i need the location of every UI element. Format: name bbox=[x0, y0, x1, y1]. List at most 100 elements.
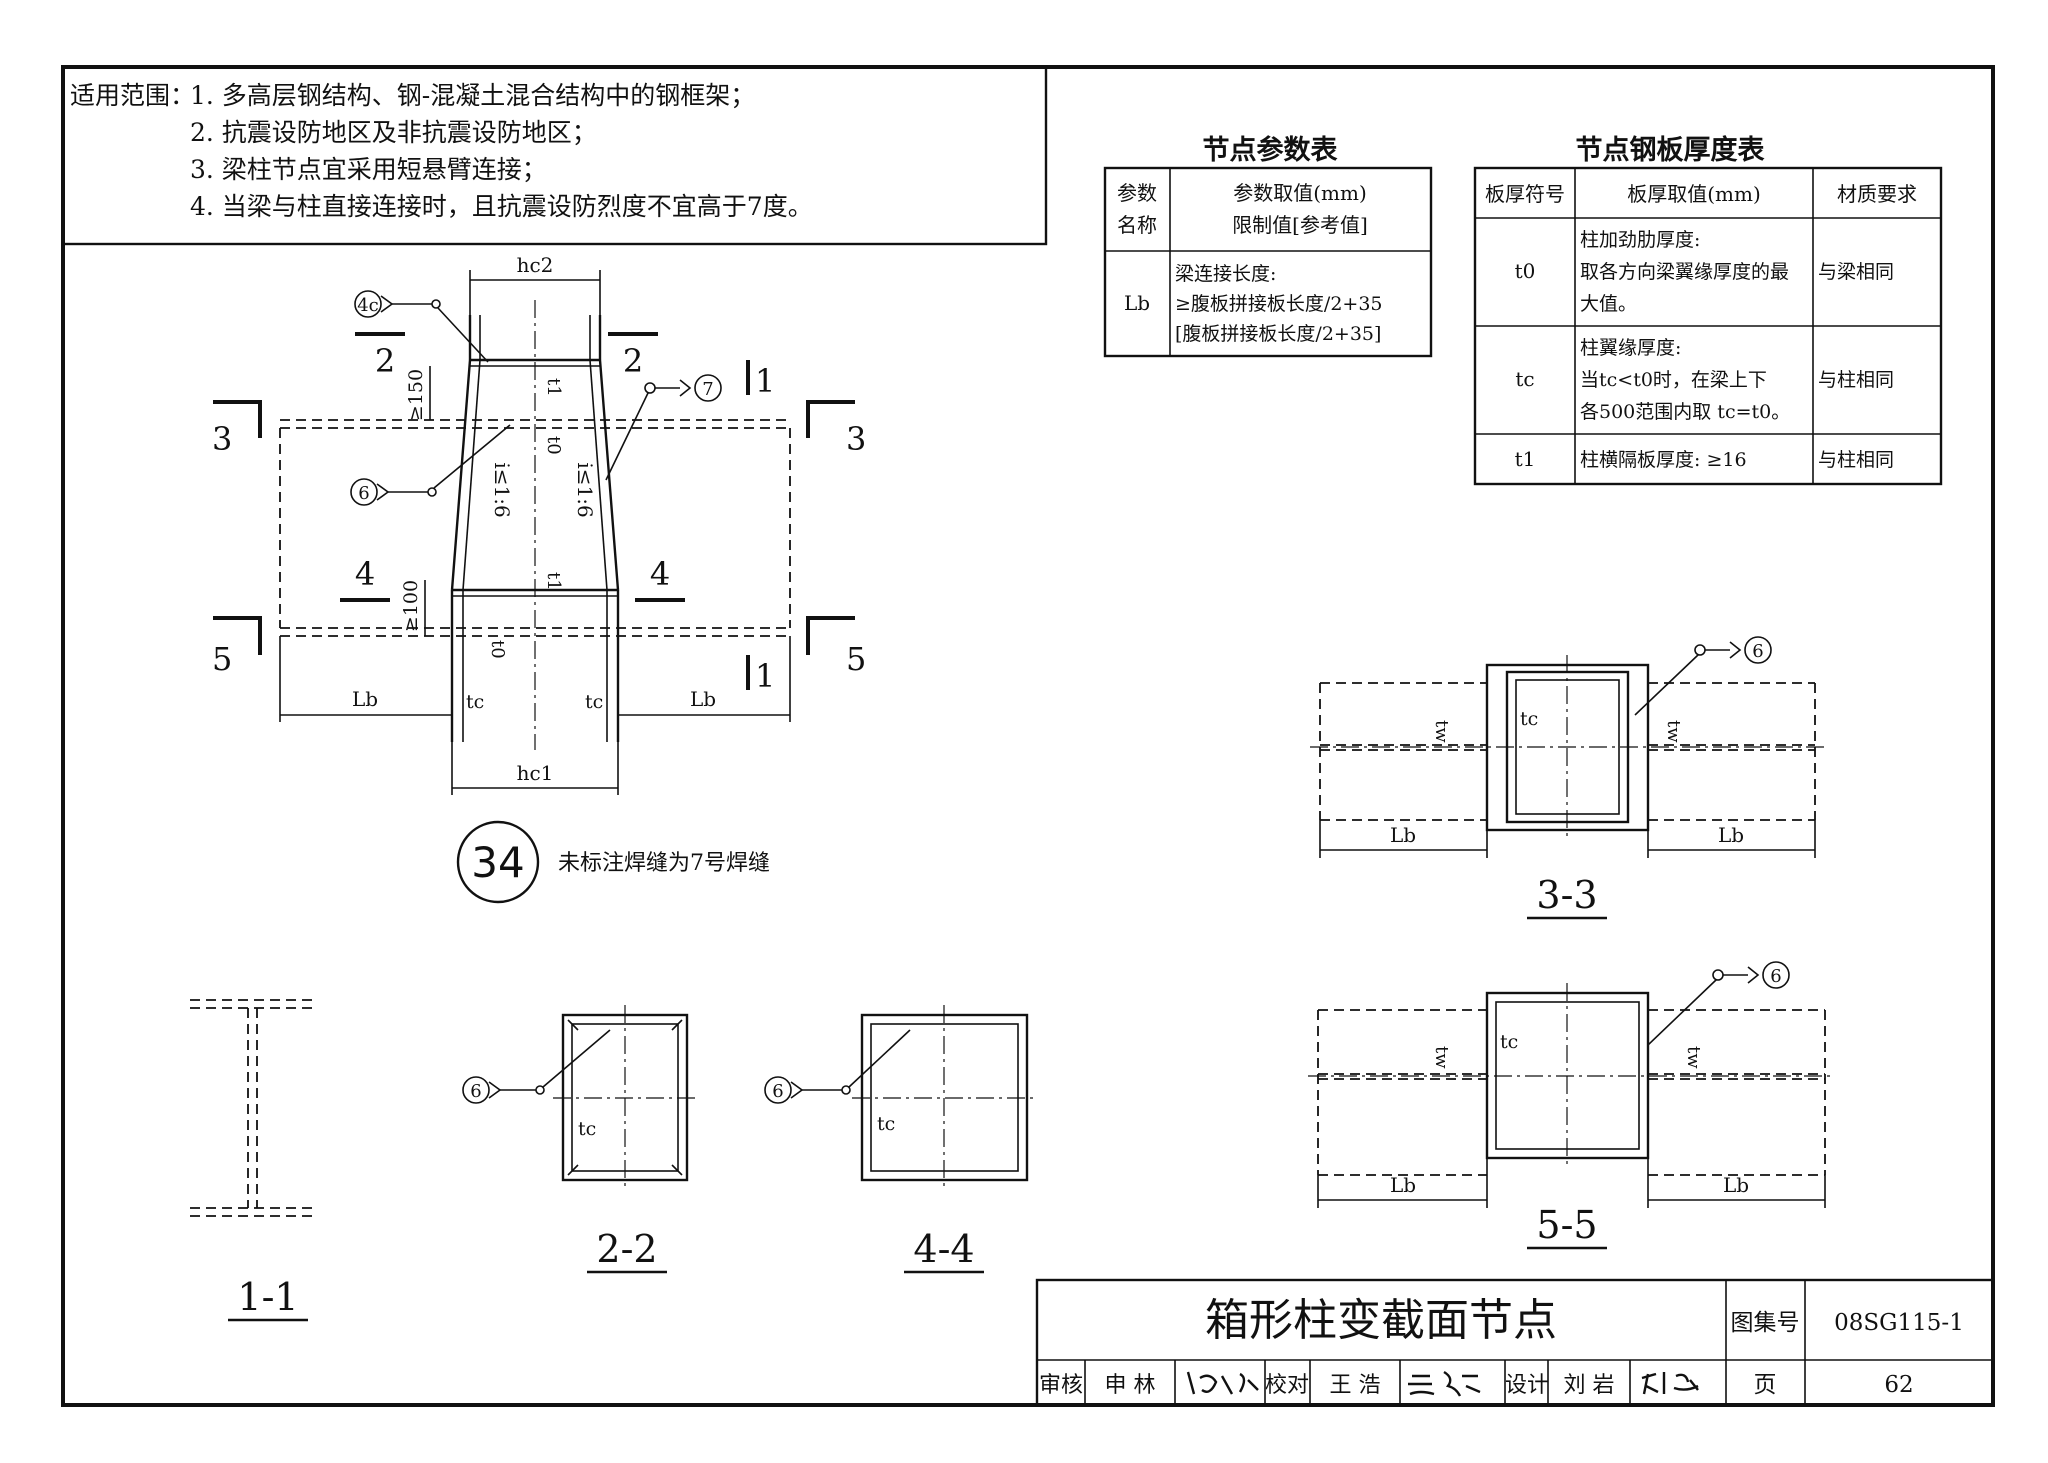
label-tw-s55-left: tw bbox=[1431, 1046, 1452, 1069]
plate-table-title: 节点钢板厚度表 bbox=[1576, 134, 1765, 166]
weld-symbol-7: 7 bbox=[605, 374, 722, 481]
dim-lb-33-right: Lb bbox=[1718, 823, 1744, 847]
scope-note: 适用范围： 1. 多高层钢结构、钢-混凝土混合结构中的钢框架； 2. 抗震设防地… bbox=[61, 65, 1048, 246]
label-tc-s55: tc bbox=[1500, 1031, 1518, 1053]
label-t0-top: t0 bbox=[543, 436, 564, 455]
checker-name: 王 浩 bbox=[1330, 1373, 1381, 1398]
dim-lb-right: Lb bbox=[690, 687, 716, 711]
dim-lb-left: Lb bbox=[352, 687, 378, 711]
plate-r0-v2: 大值。 bbox=[1580, 293, 1637, 315]
plate-r1-sym: tc bbox=[1515, 367, 1534, 391]
plate-r0-m: 与梁相同 bbox=[1818, 261, 1894, 283]
review-label: 审核 bbox=[1039, 1373, 1083, 1398]
checker-signature bbox=[1408, 1370, 1481, 1397]
cut-5-right: 5 bbox=[846, 640, 866, 678]
section-2-2: 6 tc 2-2 bbox=[462, 1005, 697, 1274]
section-3-3: Lb Lb tc tw tw 6 3-3 bbox=[1310, 636, 1825, 920]
param-h2a: 参数取值(mm) bbox=[1233, 181, 1367, 205]
param-row-v2: ≥腹板拼接板长度/2+35 bbox=[1175, 293, 1383, 315]
section-1-1: 1-1 bbox=[190, 999, 315, 1322]
scope-item-3: 3. 梁柱节点宜采用短悬臂连接； bbox=[190, 155, 547, 184]
param-table-title: 节点参数表 bbox=[1203, 134, 1338, 166]
param-h2b: 限制值[参考值] bbox=[1232, 213, 1368, 237]
label-tw-s33-right: tw bbox=[1663, 720, 1684, 743]
title-block: 箱形柱变截面节点 图集号 08SG115-1 页 62 审核 申 林 校对 王 … bbox=[1035, 1278, 1995, 1407]
detail-number: 34 bbox=[471, 838, 524, 887]
dim-100: ≥100 bbox=[400, 580, 422, 632]
weld-6-s22: 6 bbox=[470, 1081, 481, 1102]
atlas-number: 08SG115-1 bbox=[1834, 1310, 1964, 1336]
param-table: 节点参数表 参数 名称 参数取值(mm) 限制值[参考值] Lb 梁连接长度: … bbox=[1103, 134, 1433, 358]
detail-note: 未标注焊缝为7号焊缝 bbox=[558, 851, 770, 876]
label-tc-s22: tc bbox=[578, 1118, 596, 1140]
drawing-title: 箱形柱变截面节点 bbox=[1205, 1295, 1557, 1346]
label-tw-s33-left: tw bbox=[1431, 720, 1452, 743]
svg-text:7: 7 bbox=[702, 379, 713, 400]
label-tw-s55-right: tw bbox=[1683, 1046, 1704, 1069]
designer-signature bbox=[1641, 1372, 1699, 1395]
label-t1-top: t1 bbox=[543, 378, 564, 397]
dim-hc2: hc2 bbox=[517, 253, 554, 277]
dim-lb-55-left: Lb bbox=[1390, 1173, 1416, 1197]
weld-symbol-4c: 4c bbox=[354, 290, 489, 363]
label-t0-bot: t0 bbox=[487, 640, 508, 659]
check-label: 校对 bbox=[1265, 1373, 1309, 1398]
designer-name: 刘 岩 bbox=[1564, 1373, 1615, 1398]
param-row-v1: 梁连接长度: bbox=[1175, 263, 1276, 285]
label-t1-bot: t1 bbox=[543, 572, 564, 591]
dim-lb-55-right: Lb bbox=[1723, 1173, 1749, 1197]
param-row-v3: [腹板拼接板长度/2+35] bbox=[1175, 323, 1381, 345]
svg-text:4c: 4c bbox=[357, 295, 379, 316]
plate-r0-v0: 柱加劲肋厚度: bbox=[1580, 229, 1700, 251]
plate-r2-sym: t1 bbox=[1515, 447, 1536, 471]
weld-6-s33: 6 bbox=[1752, 641, 1763, 662]
weld-6-s55: 6 bbox=[1770, 966, 1781, 987]
section-label-3-3: 3-3 bbox=[1536, 873, 1597, 917]
section-label-2-2: 2-2 bbox=[596, 1227, 657, 1271]
main-elevation-detail: hc2 hc1 Lb Lb tc tc ≥150 ≥100 i≤1:6 i≤1:… bbox=[212, 253, 866, 904]
section-4-4: 6 tc 4-4 bbox=[764, 1005, 1037, 1274]
plate-r1-v1: 当tc<t0时，在梁上下 bbox=[1580, 369, 1767, 391]
plate-r2-m: 与柱相同 bbox=[1818, 449, 1894, 471]
slope-left: i≤1:6 bbox=[490, 462, 514, 517]
cut-1-bot: 1 bbox=[755, 657, 775, 695]
plate-h1: 板厚取值(mm) bbox=[1627, 182, 1761, 206]
plate-r0-sym: t0 bbox=[1515, 259, 1536, 283]
label-tc-right: tc bbox=[585, 691, 603, 713]
plate-table: 节点钢板厚度表 板厚符号 板厚取值(mm) 材质要求 t0 柱加劲肋厚度: 取各… bbox=[1473, 134, 1943, 486]
cut-5-left: 5 bbox=[212, 640, 232, 678]
cut-4-right: 4 bbox=[650, 555, 670, 593]
plate-r1-v0: 柱翼缘厚度: bbox=[1580, 337, 1681, 359]
plate-r1-m: 与柱相同 bbox=[1818, 369, 1894, 391]
param-h1b: 名称 bbox=[1117, 213, 1157, 237]
dim-150: ≥150 bbox=[405, 369, 427, 421]
dim-lb-33-left: Lb bbox=[1390, 823, 1416, 847]
dim-hc1: hc1 bbox=[517, 761, 554, 785]
param-row-name: Lb bbox=[1124, 291, 1150, 315]
weld-6-s44: 6 bbox=[772, 1081, 783, 1102]
scope-item-1: 1. 多高层钢结构、钢-混凝土混合结构中的钢框架； bbox=[190, 81, 755, 110]
scope-item-2: 2. 抗震设防地区及非抗震设防地区； bbox=[190, 118, 597, 147]
atlas-label: 图集号 bbox=[1731, 1310, 1800, 1336]
cut-3-right: 3 bbox=[846, 420, 866, 458]
reviewer-name: 申 林 bbox=[1105, 1373, 1156, 1398]
cut-4-left: 4 bbox=[355, 555, 375, 593]
section-5-5: Lb Lb tc tw tw 6 5-5 bbox=[1308, 961, 1835, 1250]
plate-r0-v1: 取各方向梁翼缘厚度的最 bbox=[1580, 261, 1789, 283]
page-label: 页 bbox=[1754, 1372, 1777, 1398]
section-label-5-5: 5-5 bbox=[1536, 1203, 1597, 1247]
label-tc-s44: tc bbox=[877, 1113, 895, 1135]
cut-2-right: 2 bbox=[623, 342, 643, 380]
page-number: 62 bbox=[1884, 1372, 1913, 1398]
scope-item-4: 4. 当梁与柱直接连接时，且抗震设防烈度不宜高于7度。 bbox=[190, 192, 813, 221]
cut-1-top: 1 bbox=[755, 362, 775, 400]
label-tc-s33: tc bbox=[1520, 708, 1538, 730]
reviewer-signature bbox=[1186, 1371, 1259, 1395]
cut-2-left: 2 bbox=[375, 342, 395, 380]
slope-right: i≤1:6 bbox=[573, 462, 597, 517]
weld-symbol-6-main: 6 bbox=[350, 424, 511, 506]
detail-number-circle bbox=[456, 820, 540, 904]
plate-r1-v2: 各500范围内取 tc=t0。 bbox=[1580, 401, 1790, 423]
design-label: 设计 bbox=[1505, 1373, 1549, 1398]
